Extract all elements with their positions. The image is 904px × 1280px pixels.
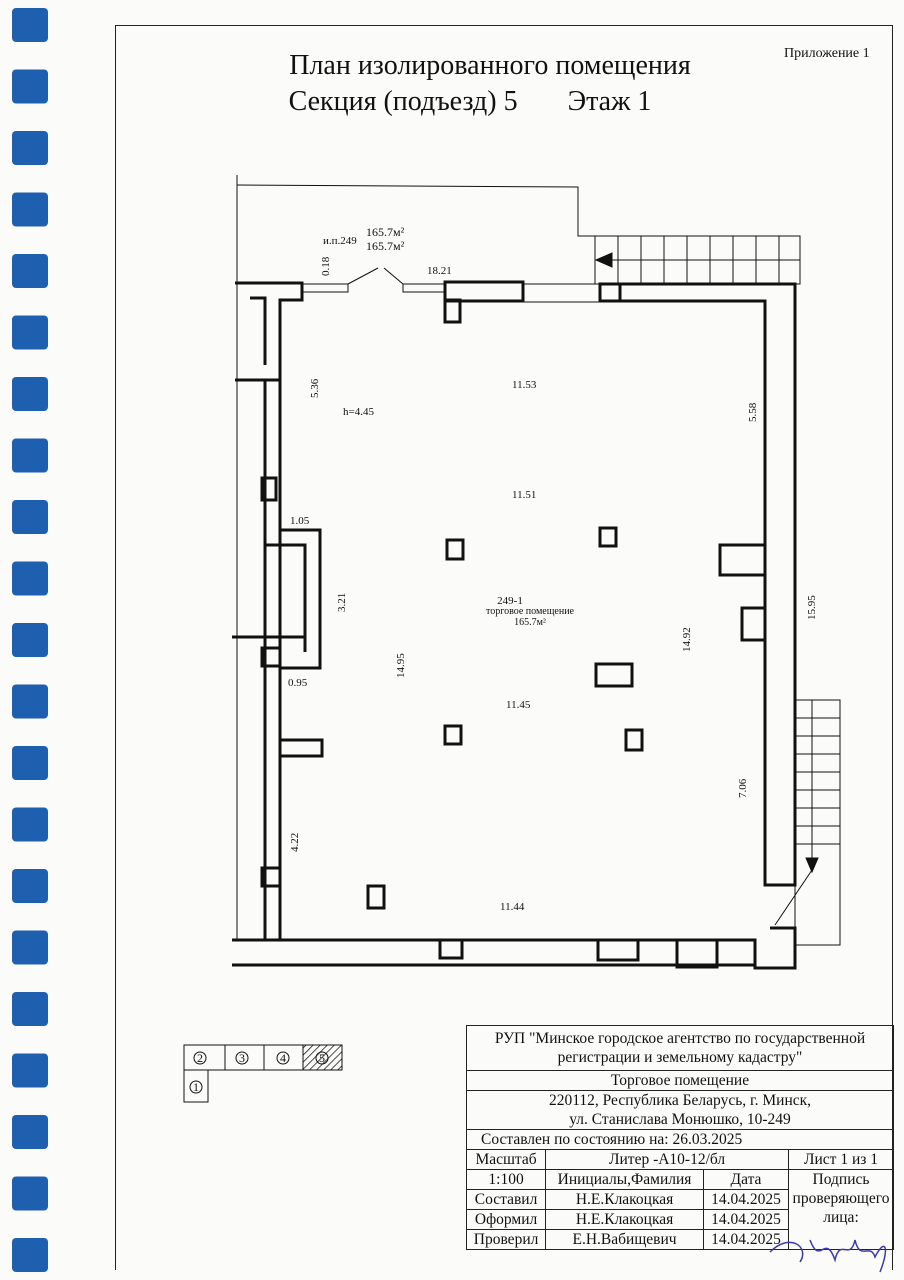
appendix-label: Приложение 1 [784, 46, 870, 61]
dim-14-92: 14.92 [681, 627, 693, 652]
name: Н.Е.Клакоцкая [545, 1189, 704, 1210]
binding-ring [12, 623, 48, 657]
name: Е.Н.Вабищевич [545, 1229, 704, 1250]
address-line-1: 220112, Республика Беларусь, г. Минск, [548, 1092, 812, 1109]
dim-5-58: 5.58 [747, 402, 759, 422]
date-header: Дата [702, 1169, 790, 1190]
key-section-1: 1 [193, 1080, 199, 1094]
sheet-number: Лист 1 из 1 [788, 1149, 894, 1170]
binding-ring [12, 869, 48, 903]
dim-7-06: 7.06 [737, 778, 749, 798]
liter: Литер -А10-12/бл [545, 1149, 789, 1170]
role: Оформил [465, 1209, 547, 1230]
binding-ring [12, 1238, 48, 1272]
dim-3-21: 3.21 [336, 593, 348, 612]
room-name: торговое помещение [486, 606, 575, 617]
binding-ring [12, 1115, 48, 1149]
page-frame [115, 25, 893, 1270]
site-outline-top [236, 184, 800, 237]
dim-11-45: 11.45 [506, 699, 531, 711]
binding-ring [12, 438, 48, 473]
key-section-2: 2 [197, 1051, 203, 1065]
unit-label: и.п.249 [323, 235, 357, 247]
stairs-top [594, 235, 801, 285]
dim-14-95: 14.95 [395, 653, 407, 678]
date: 14.04.2025 [702, 1209, 790, 1230]
dim-11-44: 11.44 [500, 901, 525, 913]
floor-label: Этаж 1 [567, 86, 652, 117]
section-key: 2 3 4 5 1 [183, 1044, 343, 1103]
ceiling-height: h=4.45 [343, 406, 374, 418]
binding-ring [12, 254, 48, 288]
dim-15-95: 15.95 [806, 595, 818, 620]
signature [769, 1239, 887, 1273]
binding-ring [12, 8, 48, 42]
binding-ring [12, 192, 48, 227]
section-label: Секция (подъезд) 5 [288, 86, 518, 117]
section-floor-title: Секция (подъезд) 5 Этаж 1 [180, 86, 760, 118]
title-block: РУП "Минское городское агентство по госу… [465, 1025, 894, 1250]
binding-ring [12, 807, 48, 842]
role: Составил [465, 1189, 547, 1210]
area-living: 165.7м² [366, 239, 405, 253]
binding-ring [12, 69, 48, 104]
room-number: 249-1 [497, 595, 523, 607]
names-header: Инициалы,Фамилия [545, 1169, 704, 1190]
binding-ring [12, 561, 48, 596]
dim-5-36: 5.36 [309, 378, 321, 398]
binding-ring [12, 500, 48, 534]
windows [301, 267, 601, 303]
stairs-right [774, 699, 841, 946]
dim-0-18: 0.18 [320, 256, 332, 276]
dim-1-05: 1.05 [290, 515, 310, 527]
name: Н.Е.Клакоцкая [545, 1209, 704, 1230]
binding-ring [12, 1176, 48, 1211]
date: 14.04.2025 [702, 1189, 790, 1210]
binding-ring [12, 1053, 48, 1088]
key-section-3: 3 [239, 1051, 245, 1065]
binding-ring [12, 684, 48, 719]
date: 14.04.2025 [702, 1229, 790, 1250]
binding-rings [12, 8, 48, 1272]
dim-4-22: 4.22 [289, 833, 301, 852]
binding-ring [12, 315, 48, 350]
dim-0-95: 0.95 [288, 677, 308, 689]
address: 220112, Республика Беларусь, г. Минск, ул… [466, 1090, 894, 1130]
walls [232, 280, 797, 970]
scale-label: Масштаб [465, 1149, 547, 1170]
address-line-2: ул. Станислава Монюшко, 10-249 [569, 1111, 791, 1128]
dim-18-21: 18.21 [427, 265, 452, 277]
dim-11-53: 11.53 [512, 379, 537, 391]
signature-label: Подпись проверяющего лица: [788, 1169, 894, 1250]
as-of-date: Составлен по состоянию на: 26.03.2025 [466, 1129, 894, 1150]
key-section-4: 4 [280, 1051, 286, 1065]
key-section-5: 5 [319, 1051, 325, 1065]
organization: РУП "Минское городское агентство по госу… [466, 1025, 894, 1071]
role: Проверил [465, 1229, 547, 1250]
binding-ring [12, 930, 48, 965]
dim-11-51: 11.51 [512, 489, 536, 501]
binding-ring [12, 746, 48, 780]
binding-ring [12, 992, 48, 1026]
page-title: План изолированного помещения [289, 50, 691, 81]
binding-ring [12, 377, 48, 411]
binding-ring [12, 131, 48, 165]
area-total: 165.7м² [366, 225, 405, 239]
object-name: Торговое помещение [466, 1070, 894, 1091]
scale-value: 1:100 [465, 1169, 547, 1190]
room-area: 165.7м² [514, 617, 546, 628]
